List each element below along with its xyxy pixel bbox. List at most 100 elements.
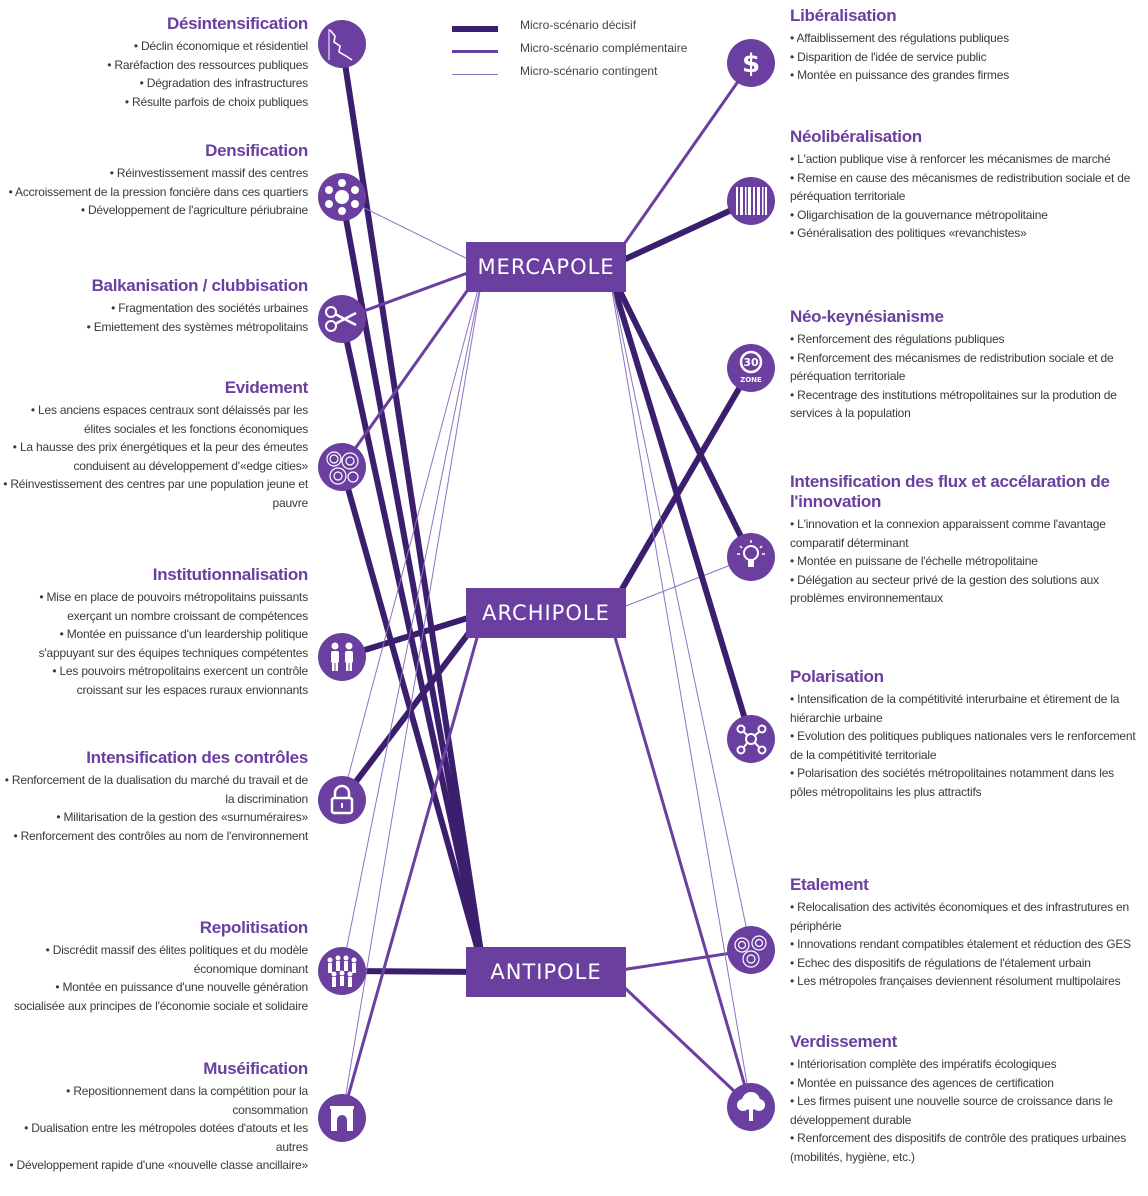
- link-neokeynesianisme-archipole: [605, 366, 754, 615]
- scenario-repolitisation: RepolitisationDiscrédit massif des élite…: [3, 918, 308, 1015]
- scenario-title: Verdissement: [790, 1032, 897, 1051]
- scenario-bullet: Montée en puissane de l'échelle métropol…: [790, 552, 1140, 571]
- scenario-bullet: Déclin économique et résidentiel: [3, 37, 308, 56]
- scenario-intensification_flux: Intensification des flux et accélaration…: [790, 472, 1140, 608]
- scenario-bullet: Dégradation des infrastructures: [3, 74, 308, 93]
- scenario-bullet: Repositionnement dans la compétition pou…: [3, 1082, 308, 1119]
- scenario-bullet: Renforcement des régulations publiques: [790, 330, 1140, 349]
- scenario-bullet: Militarisation de la gestion des «surnum…: [3, 808, 308, 827]
- link-verdissement-antipole: [606, 970, 753, 1109]
- scenario-title: Néo-keynésianisme: [790, 307, 944, 326]
- scenario-title: Libéralisation: [790, 6, 897, 25]
- densification-icon[interactable]: [318, 173, 366, 221]
- scenario-densification: DensificationRéinvestissement massif des…: [3, 141, 308, 220]
- scenario-bullet: Les pouvoirs métropolitains exercent un …: [3, 662, 308, 699]
- scenario-bullet: Montée en puissance d'un leardership pol…: [3, 625, 309, 662]
- scenario-bullet: Accroissement de la pression foncière da…: [3, 183, 308, 202]
- scenario-title: Intensification des contrôles: [86, 748, 308, 767]
- scenario-bullet: Innovations rendant compatibles étalemen…: [790, 935, 1140, 954]
- link-intensification_flux-archipole: [607, 556, 752, 614]
- scenario-bullet: Réinvestissement massif des centres: [3, 164, 308, 183]
- spread-circles-icon[interactable]: [727, 926, 775, 974]
- scenario-museification: MuséificationRepositionnement dans la co…: [3, 1059, 309, 1175]
- legend-label-decisive: Micro-scénario décisif: [520, 18, 637, 32]
- link-museification-archipole: [340, 612, 486, 1119]
- scenario-bullet: Dualisation entre les métropoles dotées …: [3, 1119, 308, 1156]
- scenario-bullet: Les anciens espaces centraux sont délais…: [3, 401, 308, 438]
- scenario-desintensification: DésintensificationDéclin économique et r…: [3, 14, 308, 111]
- scenario-bullet: Remise en cause des mécanismes de redist…: [790, 169, 1140, 206]
- declining-graph-icon[interactable]: [318, 20, 366, 68]
- barcode-icon[interactable]: [727, 177, 775, 225]
- scenario-bullet: L'action publique vise à renforcer les m…: [790, 150, 1140, 169]
- scenario-bullet: Les firmes puisent une nouvelle source d…: [790, 1092, 1140, 1129]
- scenario-bullet: Intensification de la compétitivité inte…: [790, 690, 1140, 727]
- link-balkanisation-antipole: [339, 318, 487, 973]
- scenario-title: Etalement: [790, 875, 869, 894]
- dollar-icon[interactable]: $: [727, 39, 775, 87]
- scenario-title: Polarisation: [790, 667, 884, 686]
- scenario-bullet: Renforcement des mécanismes de redistrib…: [790, 349, 1140, 386]
- arch-monument-icon[interactable]: [318, 1094, 366, 1142]
- link-balkanisation-mercapole: [341, 265, 485, 321]
- two-people-icon[interactable]: [318, 633, 366, 681]
- scenario-bullet: Renforcement de la dualisation du marché…: [3, 771, 308, 808]
- scenario-bullet: Recentrage des institutions métropolitai…: [790, 386, 1140, 423]
- hub-archipole[interactable]: ARCHIPOLE: [466, 588, 626, 638]
- scenario-bullet: Montée en puissance d'une nouvelle génér…: [3, 978, 308, 1015]
- scenario-neokeynesianisme: Néo-keynésianismeRenforcement des régula…: [790, 307, 1140, 423]
- link-verdissement-archipole: [606, 612, 753, 1108]
- scenario-bullet: Relocalisation des activités économiques…: [790, 898, 1140, 935]
- link-repolitisation-mercapole: [341, 266, 485, 972]
- scenario-bullet: Polarisation des sociétés métropolitaine…: [790, 764, 1140, 801]
- scenario-polarisation: PolarisationIntensification de la compét…: [790, 667, 1140, 801]
- scenario-bullet: Réinvestissement des centres par une pop…: [3, 475, 308, 512]
- scenario-bullet: Renforcement des dispositifs de contrôle…: [790, 1129, 1140, 1166]
- zone-number: 30: [743, 356, 759, 369]
- scenario-evidement: EvidementLes anciens espaces centraux so…: [3, 378, 308, 512]
- link-densification-mercapole: [341, 196, 485, 268]
- scenario-bullet: Echec des dispositifs de régulations de …: [790, 954, 1140, 973]
- scenario-controles: Intensification des contrôlesRenforcemen…: [3, 748, 308, 845]
- scenario-title: Muséification: [203, 1059, 308, 1078]
- scenario-bullet: Intériorisation complète des impératifs …: [790, 1055, 1140, 1074]
- link-neoliberalisation-mercapole: [606, 198, 753, 270]
- link-controles-archipole: [339, 611, 487, 802]
- link-museification-mercapole: [341, 266, 485, 1119]
- scenario-bullet: Montée en puissance des agences de certi…: [790, 1074, 1140, 1093]
- link-evidement-antipole: [339, 466, 487, 973]
- legend-line-complementary: [452, 50, 498, 53]
- link-evidement-mercapole: [340, 266, 486, 468]
- concentric-circles-icon[interactable]: [318, 443, 366, 491]
- scenario-bullet: Disparition de l'idée de service public: [790, 48, 1140, 67]
- scenario-bullet: L'innovation et la connexion apparaissen…: [790, 515, 1140, 552]
- legend-label-complementary: Micro-scénario complémentaire: [520, 41, 688, 55]
- scenario-title: Balkanisation / clubbisation: [91, 276, 309, 295]
- padlock-icon[interactable]: [318, 776, 366, 824]
- link-intensification_flux-mercapole: [605, 265, 754, 559]
- scissors-icon[interactable]: [318, 295, 366, 343]
- hub-mercapole[interactable]: MERCAPOLE: [466, 242, 626, 292]
- scenario-title: Intensification des flux et accélaration…: [790, 472, 1110, 511]
- scenario-title: Néolibéralisation: [790, 127, 922, 146]
- scenario-bullet: La hausse des prix énergétiques et la pe…: [3, 438, 308, 475]
- network-nodes-icon[interactable]: [727, 715, 775, 763]
- hub-antipole[interactable]: ANTIPOLE: [466, 947, 626, 997]
- legend-label-contingent: Micro-scénario contingent: [520, 64, 658, 78]
- scenario-bullet: Evolution des politiques publiques natio…: [790, 727, 1140, 764]
- scenario-neoliberalisation: NéolibéralisationL'action publique vise …: [790, 127, 1140, 243]
- scenario-bullet: Affaiblissement des régulations publique…: [790, 29, 1140, 48]
- tree-icon[interactable]: [727, 1083, 775, 1131]
- legend-line-decisive: [452, 26, 498, 32]
- lightbulb-icon[interactable]: [727, 533, 775, 581]
- scenario-bullet: Raréfaction des ressources publiques: [3, 56, 308, 75]
- scenario-bullet: Renforcement des contrôles au nom de l'e…: [3, 827, 309, 846]
- scenario-title: Densification: [205, 141, 308, 160]
- scenario-bullet: Développement de l'agriculture périubrai…: [3, 201, 308, 220]
- crowd-icon[interactable]: [318, 947, 366, 995]
- link-liberalisation-mercapole: [606, 62, 753, 268]
- scenario-bullet: Mise en place de pouvoirs métropolitains…: [3, 588, 309, 625]
